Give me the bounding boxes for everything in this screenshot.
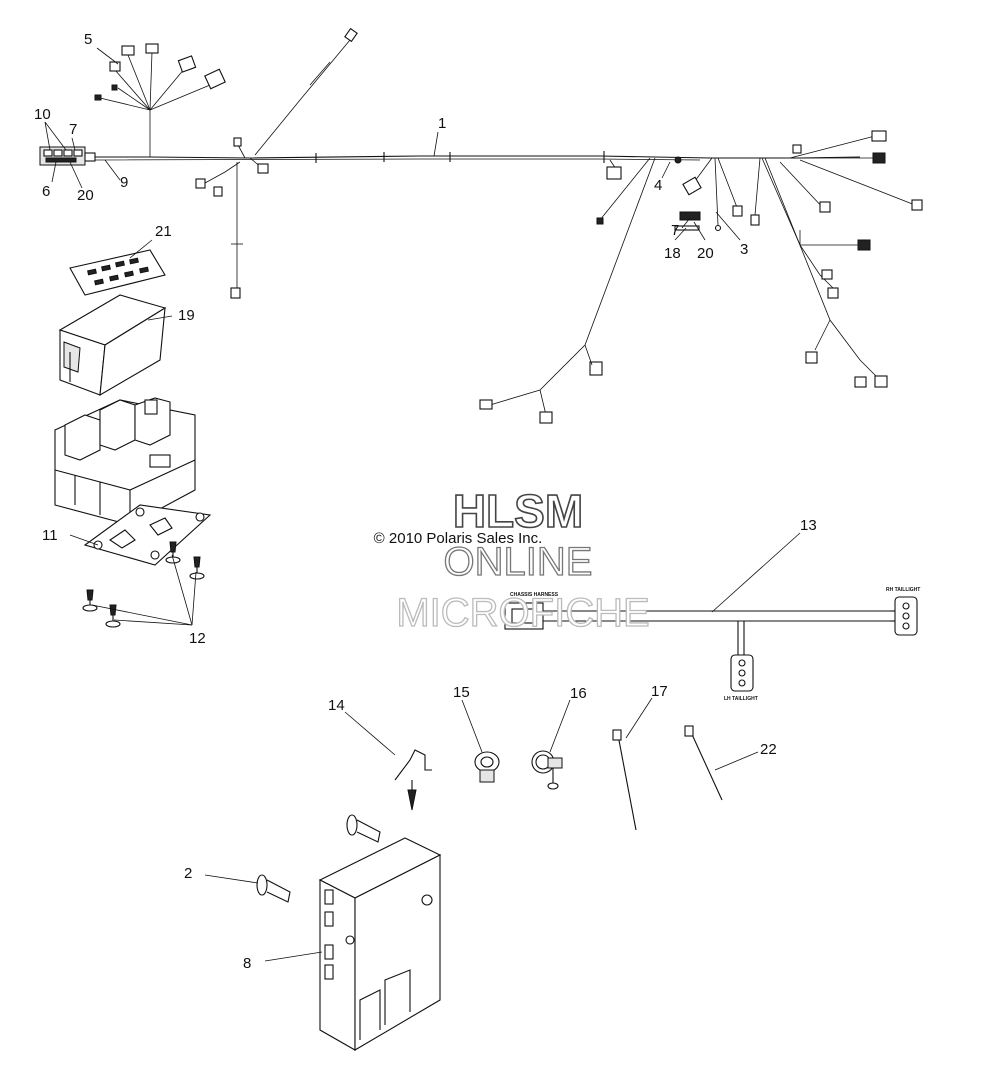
mounting-plate [83, 504, 212, 566]
callout-3: 3 [740, 241, 748, 258]
callout-20-left: 20 [77, 187, 94, 204]
callout-19: 19 [178, 307, 195, 324]
callout-7-left: 7 [69, 121, 77, 138]
main-wiring-harness [39, 27, 923, 424]
cable-tie-b [684, 725, 723, 801]
callout-2: 2 [184, 865, 192, 882]
callout-18: 18 [664, 245, 681, 262]
callout-11: 11 [42, 527, 58, 544]
chassis-harness-label: CHASSIS HARNESS [510, 592, 559, 598]
screw-c [82, 589, 98, 612]
push-rivet-b [256, 874, 291, 903]
callout-17: 17 [651, 683, 668, 700]
push-rivet-a [346, 814, 381, 843]
callout-6: 6 [42, 183, 50, 200]
harness-clip [474, 751, 500, 783]
taillight-harness [504, 596, 918, 692]
watermark-online: ONLINE [444, 540, 593, 584]
p-clamp [531, 750, 563, 790]
lh-taillight-label: LH TAILLIGHT [724, 696, 758, 702]
callout-12: 12 [189, 630, 206, 647]
rh-taillight-label: RH TAILLIGHT [886, 587, 920, 593]
screw-a [165, 541, 181, 564]
callout-numbers: 1 5 10 7 6 20 9 4 7 18 20 3 21 19 11 12 … [34, 31, 817, 972]
callout-1: 1 [438, 115, 446, 132]
callout-8: 8 [243, 955, 251, 972]
cable-tie-a [612, 729, 637, 831]
callout-4: 4 [654, 177, 662, 194]
fuse-label-decal [69, 249, 166, 296]
copyright-text: © 2010 Polaris Sales Inc. [374, 530, 543, 547]
callout-5: 5 [84, 31, 92, 48]
callout-20-right: 20 [697, 245, 714, 262]
callout-13: 13 [800, 517, 817, 534]
watermark-microfiche: MICROFICHE [396, 591, 649, 635]
callout-9: 9 [120, 174, 128, 191]
leader-lines [44, 47, 801, 962]
ecu-module [318, 837, 442, 1051]
callout-10: 10 [34, 106, 51, 123]
callout-22: 22 [760, 741, 777, 758]
screw-b [189, 556, 205, 580]
screw-d [105, 604, 121, 628]
watermark: HLSM © 2010 Polaris Sales Inc. ONLINE MI… [374, 484, 651, 635]
callout-16: 16 [570, 685, 587, 702]
fuse-box-cover [58, 294, 167, 397]
callout-14: 14 [328, 697, 345, 714]
watermark-hlsm: HLSM [453, 485, 583, 537]
callout-7-right: 7 [671, 222, 679, 239]
screws [82, 541, 205, 628]
callout-15: 15 [453, 684, 470, 701]
wire-clip [394, 749, 432, 811]
callout-21: 21 [155, 223, 172, 240]
fuse-relay-block [54, 397, 196, 526]
